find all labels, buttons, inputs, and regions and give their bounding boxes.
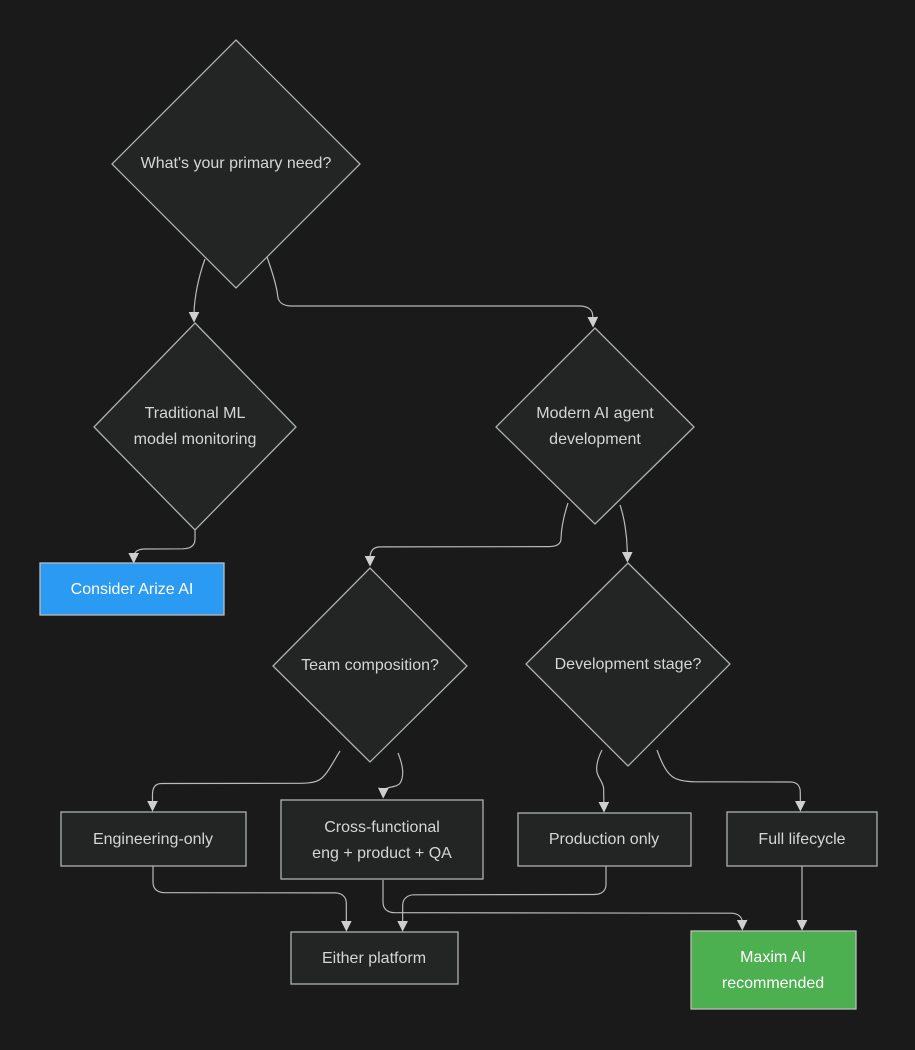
node-development-stage-diamond xyxy=(525,562,731,767)
edge-modern-to-team xyxy=(364,502,569,567)
edge-modern-to-stage xyxy=(619,504,633,563)
node-traditional-ml-label: Traditional ML model monitoring xyxy=(133,405,257,448)
edge-stage-to-lifecycle xyxy=(656,749,806,812)
node-production-only-box xyxy=(517,812,692,867)
node-primary-need-diamond xyxy=(111,39,361,289)
node-engineering-only-box xyxy=(60,811,247,867)
node-maxim-recommended-label: Maxim AI recommended xyxy=(721,949,825,992)
node-team-composition-label: Team composition? xyxy=(301,657,439,674)
node-team-composition-diamond xyxy=(272,567,468,763)
node-consider-arize-label: Consider Arize AI xyxy=(70,581,194,598)
node-production-only-label: Production only xyxy=(548,831,660,848)
node-either-platform-box xyxy=(290,931,459,985)
node-cross-functional-label: Cross-functional eng + product + QA xyxy=(312,819,452,862)
edge-team-to-engineering xyxy=(147,750,341,812)
node-cross-functional-box xyxy=(280,799,484,880)
node-modern-ai-diamond xyxy=(495,327,695,525)
node-full-lifecycle-box xyxy=(726,811,878,867)
node-development-stage-label: Development stage? xyxy=(554,656,702,673)
edge-stage-to-production xyxy=(596,749,610,813)
edge-team-to-crossfunctional xyxy=(377,752,404,799)
edge-primary-to-traditional xyxy=(188,258,206,323)
node-maxim-recommended-box xyxy=(690,930,857,1010)
edges-layer xyxy=(128,256,808,932)
edge-primary-to-modern xyxy=(266,256,599,328)
node-either-platform-label: Either platform xyxy=(321,950,427,967)
edge-production-to-either xyxy=(397,866,607,932)
node-primary-need-label: What's your primary need? xyxy=(140,155,332,172)
nodes-layer xyxy=(39,39,878,1010)
node-consider-arize-box xyxy=(39,562,225,616)
node-modern-ai-label: Modern AI agent development xyxy=(536,405,654,448)
edge-engineering-to-either xyxy=(152,866,352,932)
node-engineering-only-label: Engineering-only xyxy=(92,831,214,848)
edge-crossfunctional-to-maxim xyxy=(382,880,748,931)
node-traditional-ml-diamond xyxy=(93,322,297,531)
node-full-lifecycle-label: Full lifecycle xyxy=(758,831,846,848)
edge-traditional-to-arize xyxy=(128,529,196,564)
